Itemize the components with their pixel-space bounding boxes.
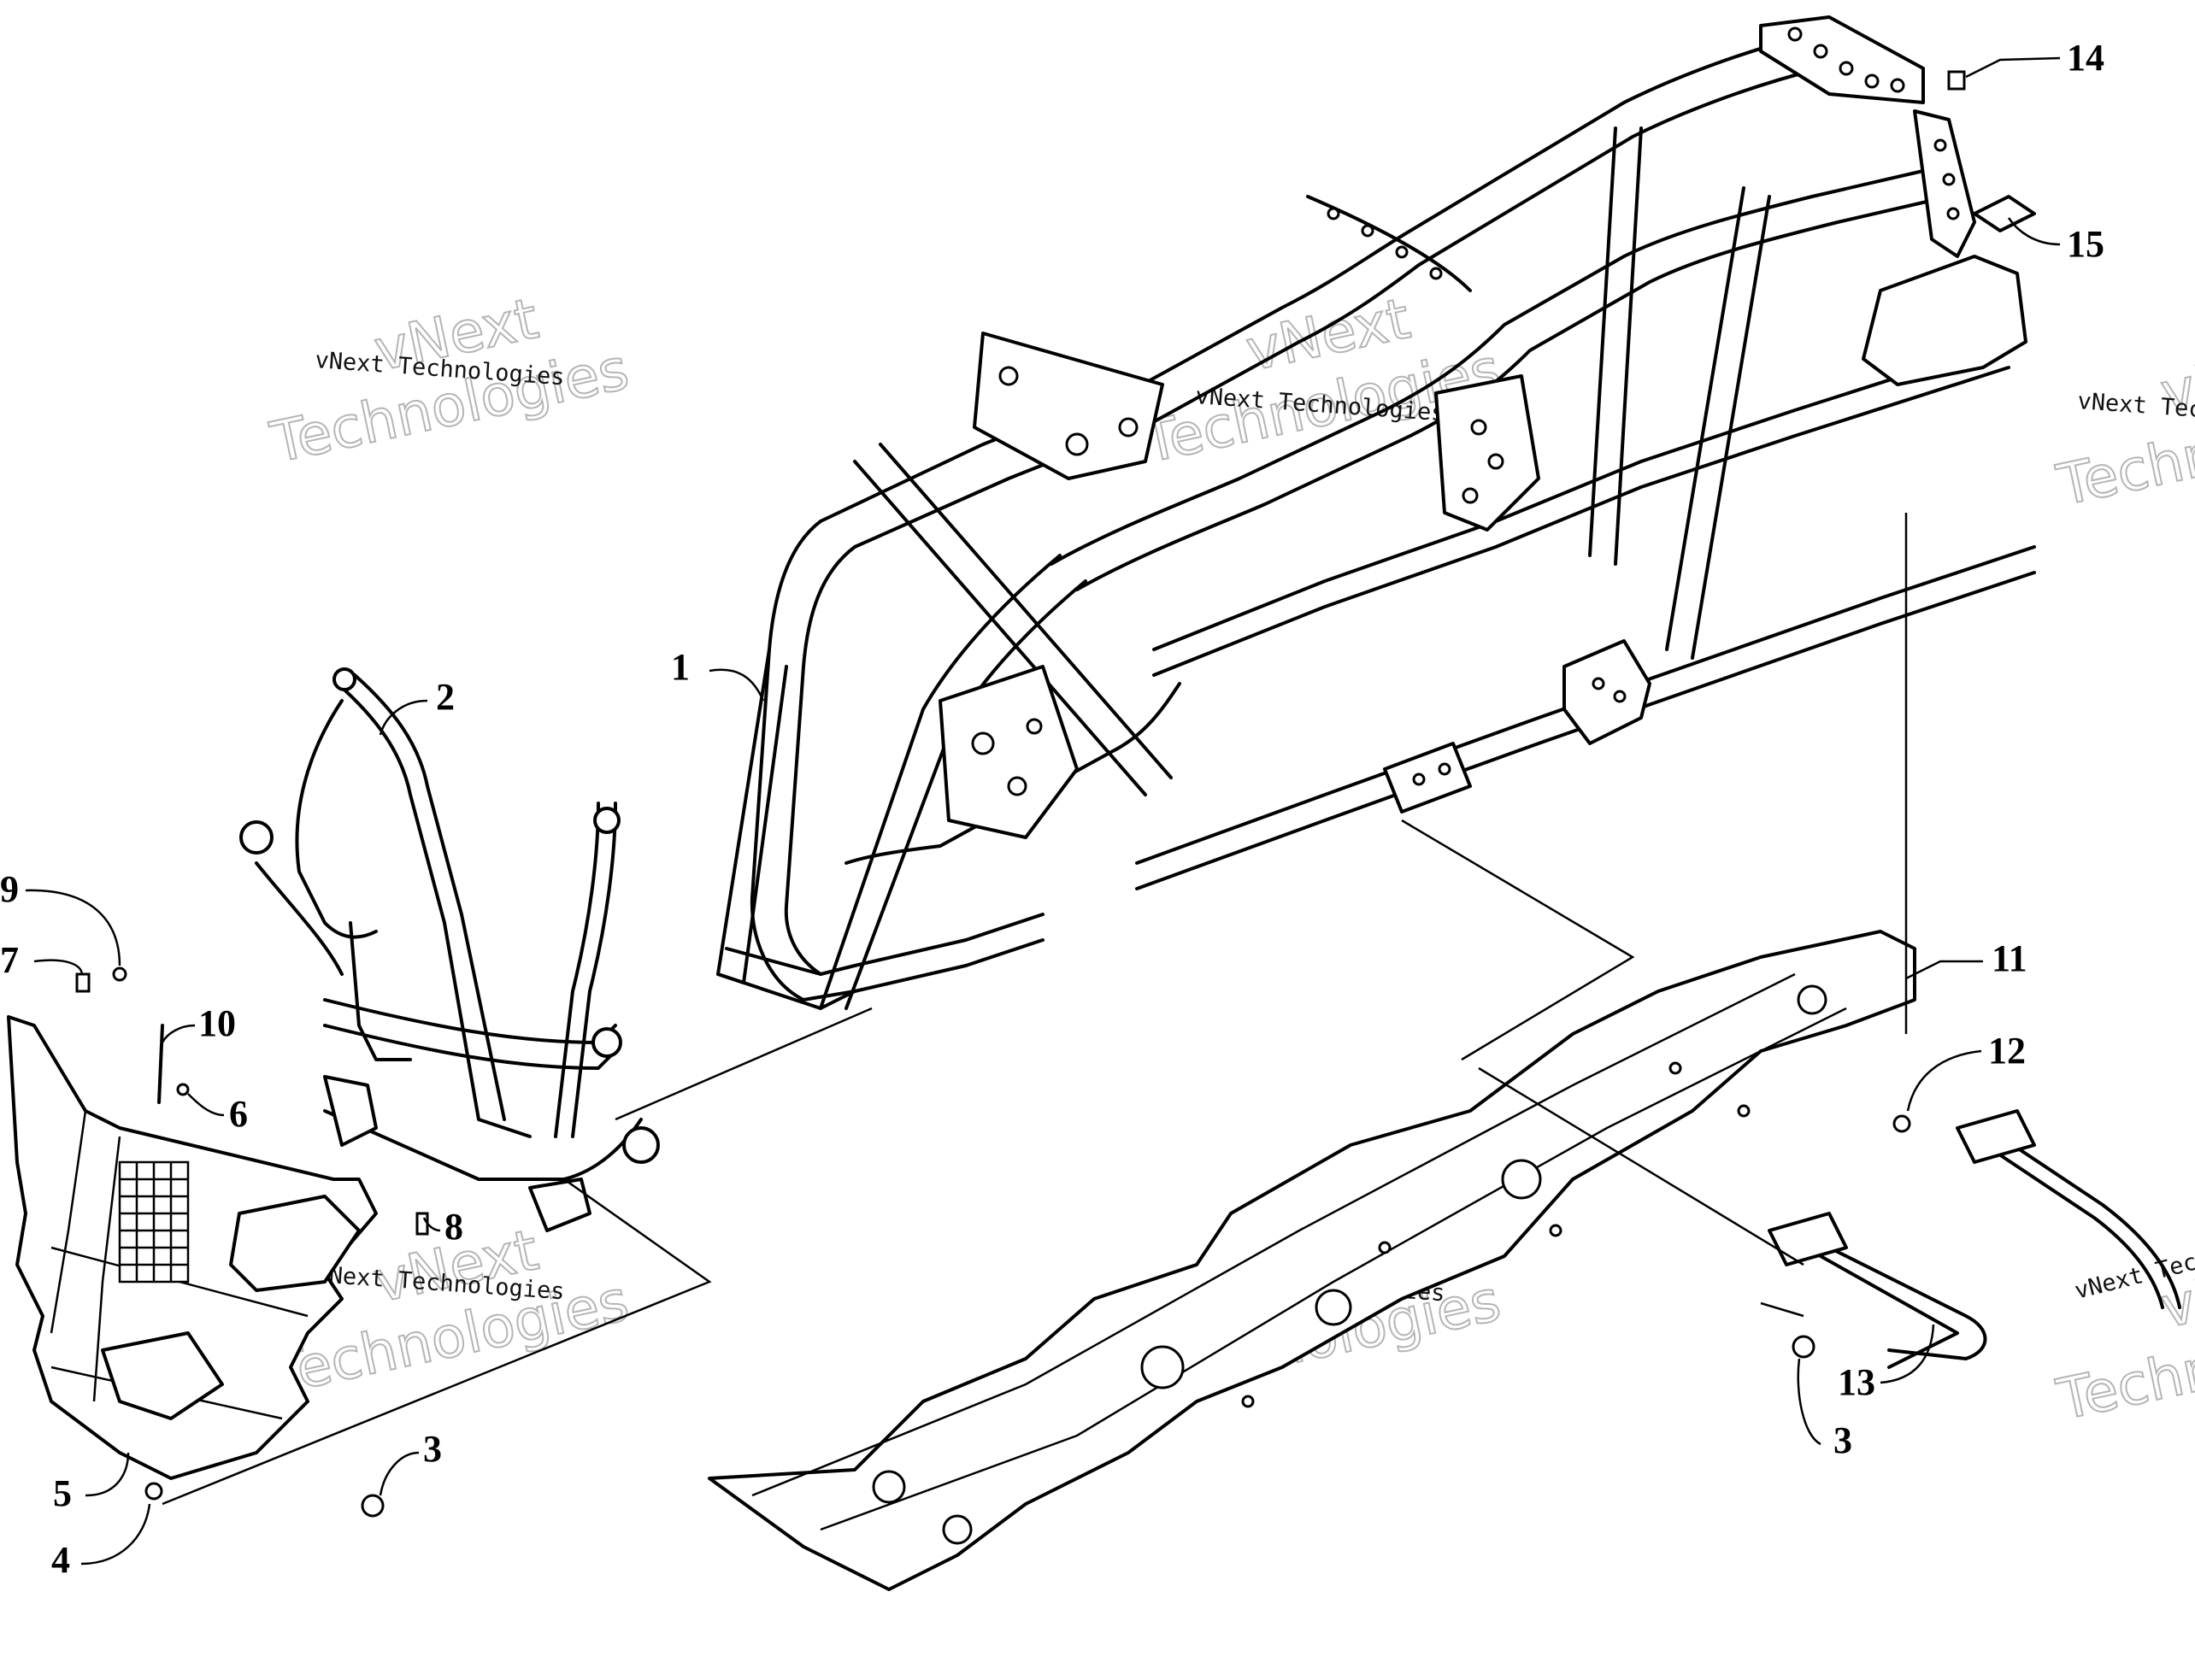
callout-15: 15 <box>2067 223 2104 265</box>
clip-14 <box>1947 70 1966 91</box>
callout-9: 9 <box>0 868 19 910</box>
clip-7 <box>75 972 91 993</box>
nerf-bar <box>1768 1109 2181 1369</box>
callout-14: 14 <box>2067 37 2104 79</box>
callout-8: 8 <box>444 1206 463 1248</box>
callout-1: 1 <box>671 646 690 688</box>
bolt-12 <box>1892 1114 1911 1133</box>
front-bumper <box>239 667 660 1232</box>
grille-mesh <box>118 1160 190 1283</box>
front-fascia <box>7 1015 378 1480</box>
bolt-3-right <box>1792 1335 1815 1359</box>
callout-13: 13 <box>1838 1361 1875 1403</box>
callout-10: 10 <box>198 1002 236 1044</box>
callout-2: 2 <box>436 676 455 718</box>
screw-9 <box>112 966 127 982</box>
callout-3-right: 3 <box>1833 1419 1852 1461</box>
callout-12: 12 <box>1988 1030 2026 1072</box>
callouts: 1 2 3 3 4 5 6 7 8 9 10 11 12 <box>0 37 2104 1581</box>
main-frame <box>716 15 2036 1010</box>
callout-4: 4 <box>51 1539 70 1581</box>
assembly-lines <box>162 513 1908 1506</box>
decal-15 <box>1973 195 2036 232</box>
skid-plate <box>708 930 1916 1591</box>
watermark-text-3: vNext Technologies <box>2077 388 2195 432</box>
callout-5: 5 <box>53 1472 72 1514</box>
callout-11: 11 <box>1992 937 2027 979</box>
callout-6: 6 <box>229 1093 248 1135</box>
nut-4 <box>144 1482 163 1501</box>
bolt-3-left <box>361 1494 385 1518</box>
washer-6 <box>176 1083 190 1096</box>
callout-3-left: 3 <box>423 1428 442 1470</box>
fasteners <box>75 70 2036 1518</box>
clip-8 <box>415 1212 429 1236</box>
screw-10 <box>157 1024 164 1104</box>
callout-7: 7 <box>0 939 19 981</box>
